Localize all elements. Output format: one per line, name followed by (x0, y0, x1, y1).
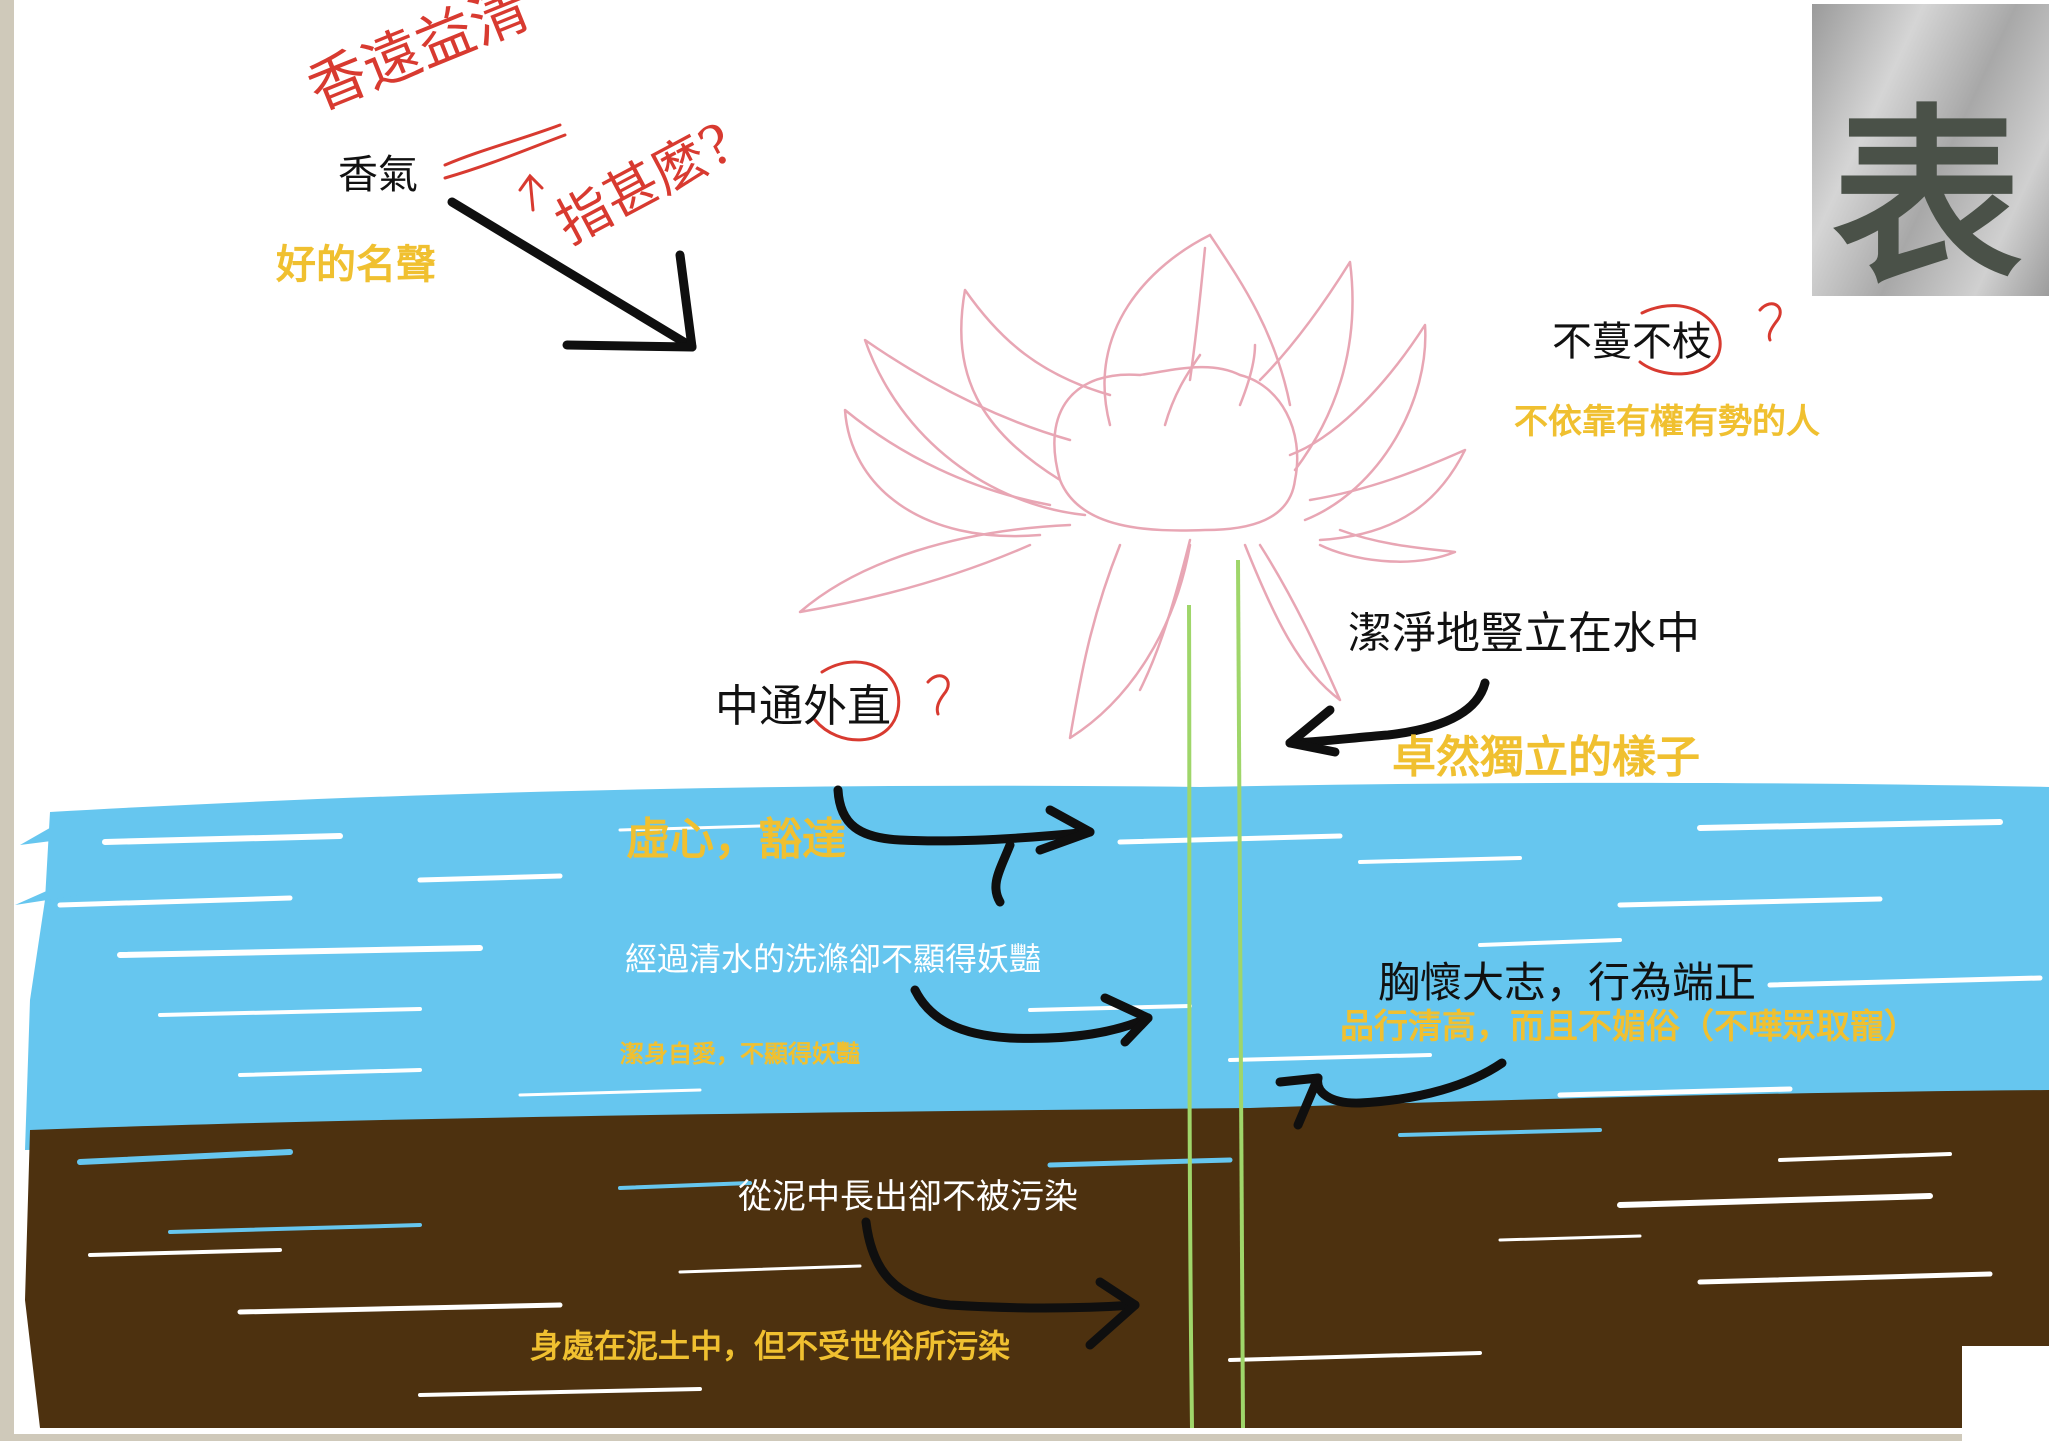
label-washed: 經過清水的洗滌卻不顯得妖豔 (625, 940, 1042, 978)
circle-no-branches (1638, 304, 1722, 376)
lotus-flower (798, 233, 1467, 740)
label-fragrance: 香氣 (338, 152, 418, 198)
label-washed-meaning: 潔身自愛，不顯得妖豔 (620, 1040, 860, 1068)
arrow-hollow-straight (833, 785, 1095, 907)
label-hollow-straight: 中通外直 (715, 681, 891, 732)
label-ambition-meaning: 品行清高，而且不媚俗（不嘩眾取寵） (1340, 1007, 1918, 1047)
label-good-name: 好的名聲 (276, 242, 436, 288)
lotus-stems (1187, 559, 1245, 1429)
label-no-branches: 不蔓不枝 (1552, 319, 1712, 365)
arrow-washed (910, 985, 1153, 1047)
label-hollow-meaning: 虛心，豁達 (626, 814, 846, 865)
arrow-stand-clean (1285, 678, 1490, 757)
label-ambition: 胸懷大志，行為端正 (1378, 958, 1757, 1007)
arrow-mud (861, 1217, 1140, 1350)
corner-panel (1962, 1346, 2049, 1441)
label-stand-clean: 潔淨地豎立在水中 (1348, 608, 1700, 659)
title-card-text: 表 (1832, 88, 2033, 296)
stem-right (1236, 559, 1245, 1429)
label-no-branches-meaning: 不依靠有權有勢的人 (1514, 402, 1820, 442)
arrow-fragrance (447, 197, 697, 352)
water-layer (15, 782, 2049, 1150)
label-mud-meaning: 身處在泥土中，但不受世俗所污染 (530, 1327, 1011, 1365)
label-mud: 從泥中長出卻不被污染 (738, 1177, 1078, 1217)
label-stand-meaning: 卓然獨立的樣子 (1392, 732, 1700, 783)
arrow-ambition (1275, 1058, 1507, 1130)
circle-hollow-straight (813, 660, 901, 742)
title-card: 表 (1812, 4, 2049, 296)
mud-layer (25, 1090, 2049, 1428)
handwritten-marks (443, 123, 1782, 742)
stem-left (1187, 604, 1194, 1429)
black-arrows (447, 197, 1507, 1350)
